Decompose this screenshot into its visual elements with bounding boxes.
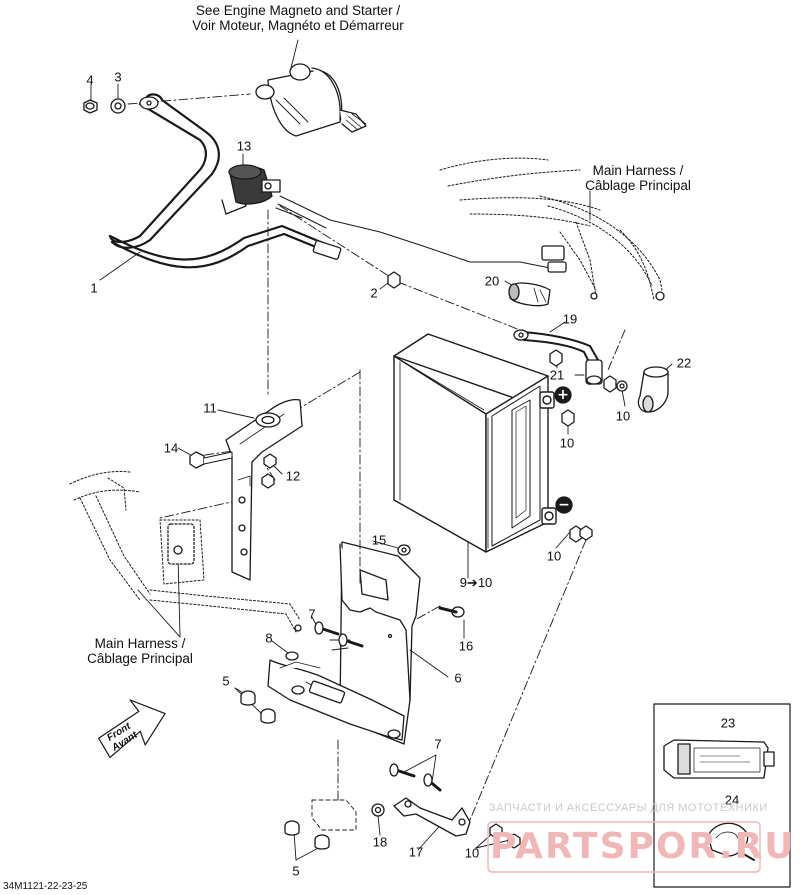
callout-7-upper: 7 [308, 606, 316, 622]
engine-reference-label: See Engine Magneto and Starter / Voir Mo… [192, 3, 404, 33]
bolt-14 [189, 451, 233, 469]
positive-terminal-symbol: + [557, 387, 569, 403]
negative-terminal-symbol: − [558, 497, 570, 513]
diagram-code: 34M1121-22-23-25 [3, 881, 88, 892]
watermark-text: ЗАПЧАСТИ И АКСЕССУАРЫ ДЛЯ МОТОТЕХНИКИ [489, 802, 768, 814]
callout-10-battery-pos: 10 [559, 435, 575, 451]
main-harness-left [69, 471, 301, 633]
callout-5-lower: 5 [292, 863, 300, 879]
positive-terminal-icon [554, 386, 572, 404]
harness-top-line1: Main Harness / [592, 163, 684, 178]
callout-10-lower: 10 [464, 845, 480, 861]
starter-motor [255, 63, 367, 137]
front-arrow-icon [98, 699, 166, 759]
callout-20: 20 [484, 273, 500, 289]
breather-elbow [637, 366, 669, 413]
watermark-logo: PARTSPOR.RU [490, 826, 796, 867]
callout-21: 21 [549, 367, 565, 383]
callout-17: 17 [408, 844, 424, 860]
callout-15: 15 [371, 532, 387, 548]
terminal-boot [508, 282, 551, 307]
alignment-lines [127, 93, 626, 821]
callout-7-lower: 7 [434, 736, 442, 752]
callout-1: 1 [90, 280, 98, 296]
callout-19: 19 [562, 311, 578, 327]
engine-label-line1: See Engine Magneto and Starter / [195, 3, 401, 18]
callout-11: 11 [203, 400, 217, 416]
callout-12: 12 [285, 468, 301, 484]
callout-5-upper: 5 [222, 673, 230, 689]
cable-1 [108, 93, 342, 269]
callout-4: 4 [86, 72, 94, 88]
harness-connectors [541, 245, 665, 301]
callout-24: 24 [724, 792, 740, 808]
callout-13: 13 [236, 138, 252, 154]
harness-left-line1: Main Harness / [94, 636, 186, 651]
starter-solenoid [221, 164, 561, 271]
positive-cable [521, 331, 599, 385]
callout-8: 8 [265, 630, 273, 646]
callout-10-breather: 10 [615, 408, 631, 424]
bracket-11 [225, 398, 303, 581]
callout-23: 23 [720, 715, 736, 731]
callout-16: 16 [458, 638, 474, 654]
battery [393, 333, 557, 553]
nuts-3-4 [83, 98, 126, 114]
battery-tray [267, 541, 421, 745]
main-harness-label-left: Main Harness / Câblage Principal [87, 636, 193, 666]
callout-3: 3 [114, 69, 122, 85]
callout-10-battery-neg: 10 [546, 548, 562, 564]
callout-2: 2 [370, 285, 378, 301]
callout-9-10: 9➔10 [459, 575, 493, 590]
callout-18: 18 [372, 834, 388, 850]
inset-box [653, 703, 791, 888]
main-harness-label-top: Main Harness / Câblage Principal [585, 163, 691, 193]
harness-top-line2: Câblage Principal [585, 178, 691, 193]
watermark-logo-mark [487, 821, 761, 873]
main-harness-top [439, 157, 663, 301]
harness-left-line2: Câblage Principal [87, 651, 193, 666]
lower-mount [311, 799, 357, 831]
support-bracket-17 [393, 797, 471, 837]
callout-22: 22 [676, 355, 692, 371]
grommets [240, 651, 330, 850]
callout-6: 6 [454, 670, 462, 686]
negative-terminal-icon [555, 496, 573, 514]
callout-14: 14 [163, 440, 179, 456]
engine-label-line2: Voir Moteur, Magnéto et Démarreur [192, 18, 404, 33]
